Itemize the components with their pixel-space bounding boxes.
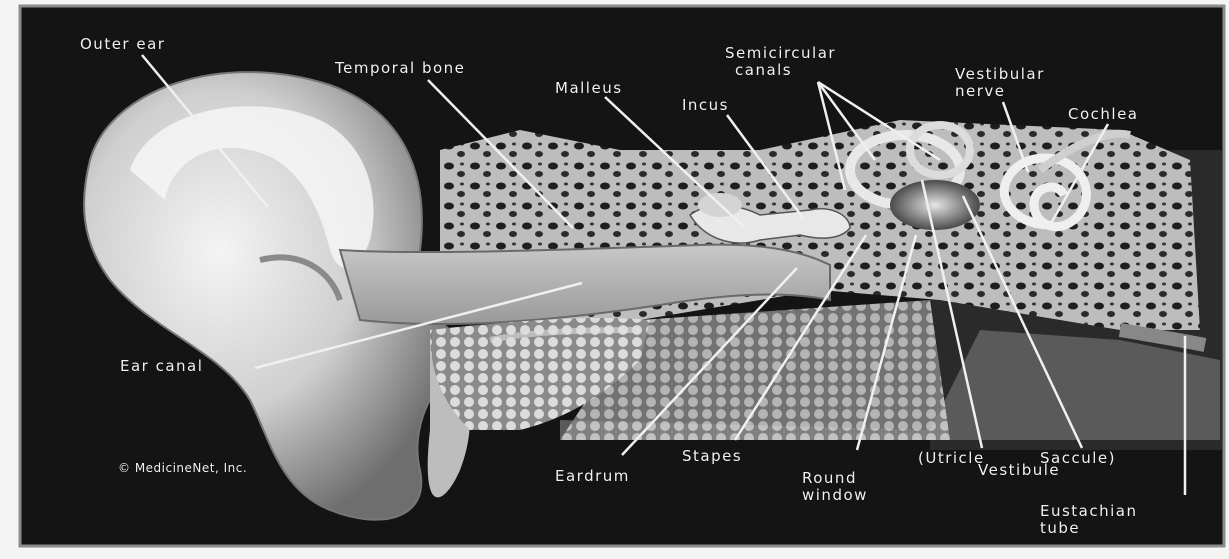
label-incus: Incus (682, 97, 729, 114)
label-semicircular-line2: canals (735, 62, 836, 79)
label-eardrum: Eardrum (555, 468, 630, 485)
label-eustachian-tube: Eustachian tube (1040, 503, 1138, 537)
label-stapes: Stapes (682, 448, 742, 465)
label-vestibular-nerve: Vestibular nerve (955, 66, 1045, 100)
label-malleus: Malleus (555, 80, 623, 97)
label-utricle: (Utricle (918, 450, 985, 467)
label-round-window: Round window (802, 470, 868, 504)
label-eustachian-line2: tube (1040, 520, 1138, 537)
label-cochlea: Cochlea (1068, 106, 1139, 123)
label-semicircular-line1: Semicircular (725, 45, 836, 62)
label-vestibule: Vestibule (978, 462, 1060, 479)
copyright-text: © MedicineNet, Inc. (118, 460, 247, 477)
label-round-line2: window (802, 487, 868, 504)
label-temporal-bone: Temporal bone (335, 60, 465, 77)
label-outer-ear: Outer ear (80, 36, 165, 53)
label-ear-canal: Ear canal (120, 358, 203, 375)
label-vestibular-line1: Vestibular (955, 66, 1045, 83)
label-round-line1: Round (802, 470, 868, 487)
label-semicircular-canals: Semicircular canals (725, 45, 836, 79)
label-vestibular-line2: nerve (955, 83, 1045, 100)
label-eustachian-line1: Eustachian (1040, 503, 1138, 520)
